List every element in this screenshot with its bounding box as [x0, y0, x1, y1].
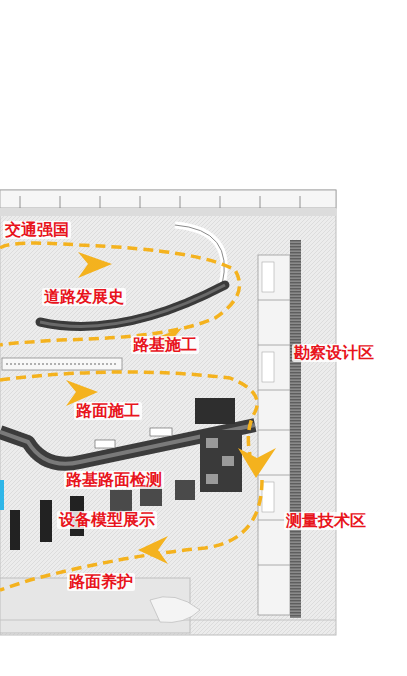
zone-label: 测量技术区 [284, 512, 368, 530]
zone-label: 路面养护 [67, 573, 135, 591]
zone-label: 道路发展史 [42, 288, 126, 306]
zone-label: 路基施工 [131, 336, 199, 354]
zone-label: 路基路面检测 [64, 471, 164, 489]
zone-label: 设备模型展示 [57, 511, 157, 529]
zone-label: 路面施工 [74, 402, 142, 420]
zone-label: 交通强国 [3, 221, 71, 239]
zone-label: 勘察设计区 [292, 344, 376, 362]
